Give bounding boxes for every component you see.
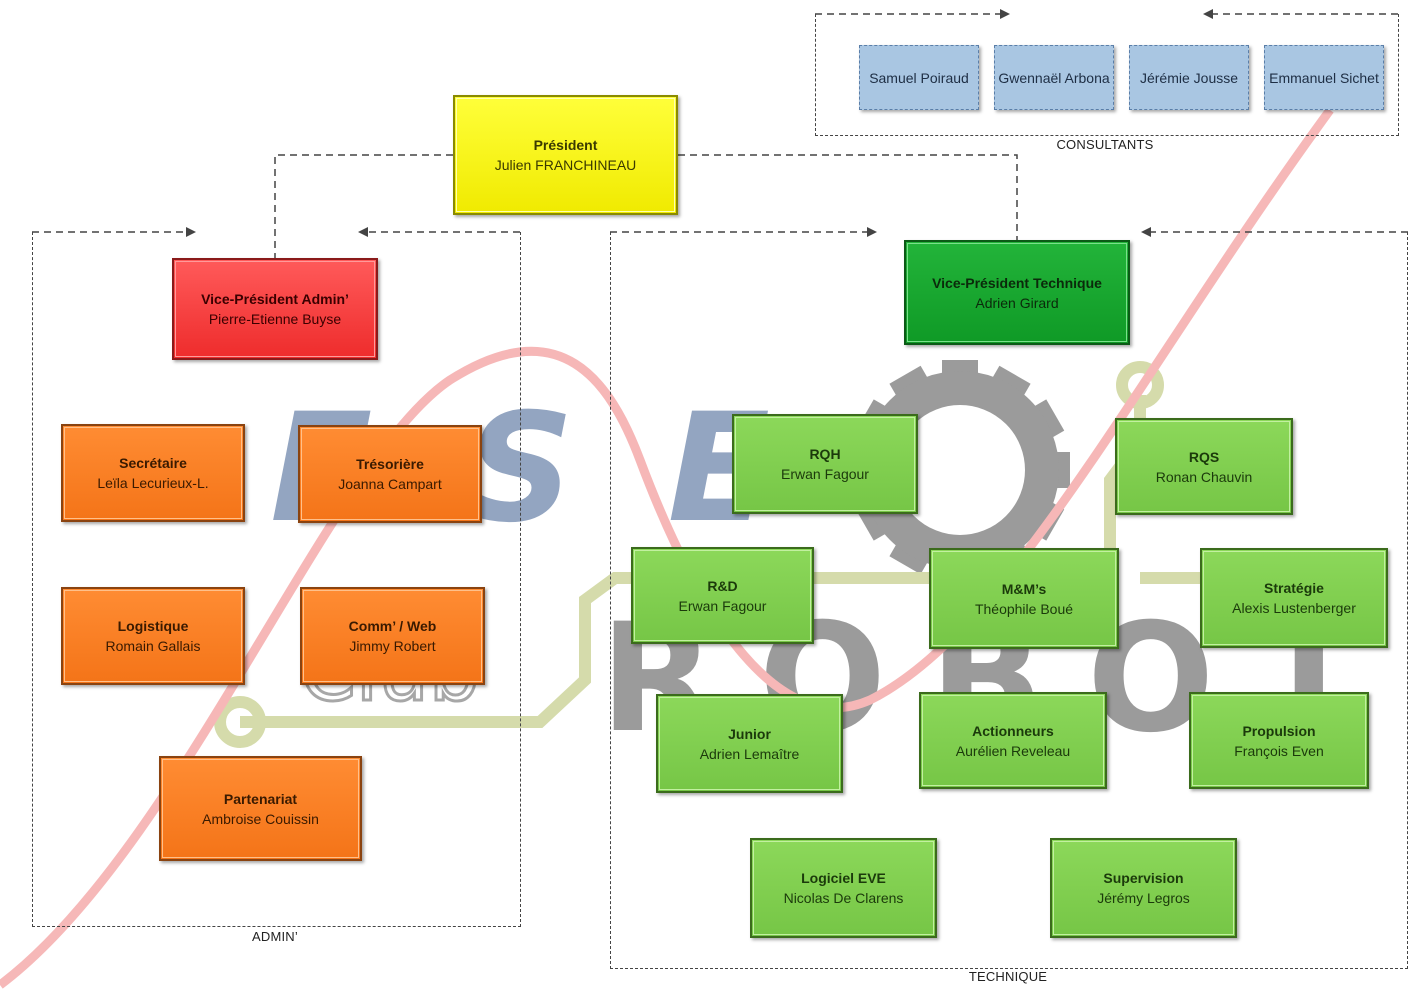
technique-role-box[interactable]: RQS Ronan Chauvin bbox=[1115, 418, 1293, 515]
vp-technique-role: Vice-Président Technique bbox=[932, 274, 1102, 291]
person-name: François Even bbox=[1234, 742, 1324, 759]
person-name: Théophile Boué bbox=[974, 600, 1074, 617]
consultant-name: Emmanuel Sichet bbox=[1269, 69, 1379, 86]
technique-role-box[interactable]: Supervision Jérémy Legros bbox=[1050, 838, 1237, 938]
admin-role-box[interactable]: Partenariat Ambroise Couissin bbox=[159, 756, 362, 861]
vp-admin-box[interactable]: Vice-Président Admin’ Pierre-Etienne Buy… bbox=[172, 258, 378, 360]
consultant-box[interactable]: Gwennaël Arbona bbox=[994, 45, 1114, 110]
role-title: Logiciel EVE bbox=[801, 870, 886, 886]
person-name: Romain Gallais bbox=[105, 638, 201, 654]
role-title: Actionneurs bbox=[972, 722, 1054, 739]
admin-group bbox=[32, 232, 521, 927]
person-name: Erwan Fagour bbox=[678, 597, 767, 614]
role-title: Propulsion bbox=[1242, 722, 1316, 739]
admin-role-box[interactable]: Trésorière Joanna Campart bbox=[298, 425, 482, 523]
vp-admin-name: Pierre-Etienne Buyse bbox=[208, 311, 342, 327]
consultant-name: Gwennaël Arbona bbox=[998, 69, 1110, 86]
role-title: Comm’ / Web bbox=[348, 618, 437, 634]
role-title: RQH bbox=[809, 446, 841, 462]
role-title: R&D bbox=[707, 577, 738, 594]
consultant-box[interactable]: Emmanuel Sichet bbox=[1264, 45, 1384, 110]
role-title: Junior bbox=[728, 725, 771, 742]
technique-group bbox=[610, 232, 1408, 969]
technique-role-box[interactable]: Logiciel EVE Nicolas De Clarens bbox=[750, 838, 937, 938]
technique-role-box[interactable]: Junior Adrien Lemaître bbox=[656, 694, 843, 793]
person-name: Jimmy Robert bbox=[349, 638, 436, 654]
person-name: Erwan Fagour bbox=[781, 466, 869, 482]
technique-role-box[interactable]: Propulsion François Even bbox=[1189, 692, 1369, 789]
consultant-box[interactable]: Samuel Poiraud bbox=[859, 45, 979, 110]
person-name: Joanna Campart bbox=[338, 476, 442, 492]
admin-group-label: ADMIN’ bbox=[252, 929, 298, 944]
vp-technique-box[interactable]: Vice-Président Technique Adrien Girard bbox=[904, 240, 1130, 345]
technique-group-label: TECHNIQUE bbox=[968, 969, 1048, 984]
technique-role-box[interactable]: R&D Erwan Fagour bbox=[631, 547, 814, 644]
role-title: Secrétaire bbox=[119, 455, 187, 471]
person-name: Alexis Lustenberger bbox=[1232, 600, 1356, 616]
person-name: Ambroise Couissin bbox=[202, 810, 319, 827]
vp-admin-role: Vice-Président Admin’ bbox=[201, 291, 349, 307]
role-title: M&M’s bbox=[1001, 580, 1047, 597]
technique-role-box[interactable]: RQH Erwan Fagour bbox=[732, 414, 918, 514]
person-name: Adrien Lemaître bbox=[699, 745, 800, 762]
consultants-group bbox=[815, 14, 1399, 136]
person-name: Jérémy Legros bbox=[1097, 890, 1190, 906]
person-name: Leïla Lecurieux-L. bbox=[97, 475, 209, 491]
role-title: Stratégie bbox=[1264, 580, 1324, 596]
consultant-box[interactable]: Jérémie Jousse bbox=[1129, 45, 1249, 110]
president-box[interactable]: Président Julien FRANCHINEAU bbox=[453, 95, 678, 215]
consultant-name: Jérémie Jousse bbox=[1139, 69, 1239, 86]
vp-technique-name: Adrien Girard bbox=[975, 294, 1059, 311]
consultant-name: Samuel Poiraud bbox=[869, 69, 969, 86]
role-title: Logistique bbox=[117, 618, 189, 634]
admin-role-box[interactable]: Logistique Romain Gallais bbox=[61, 587, 245, 685]
technique-role-box[interactable]: M&M’s Théophile Boué bbox=[929, 548, 1119, 649]
consultants-group-label: CONSULTANTS bbox=[1056, 137, 1154, 152]
admin-role-box[interactable]: Comm’ / Web Jimmy Robert bbox=[300, 587, 485, 685]
technique-role-box[interactable]: Stratégie Alexis Lustenberger bbox=[1200, 548, 1388, 648]
admin-role-box[interactable]: Secrétaire Leïla Lecurieux-L. bbox=[61, 424, 245, 522]
president-role: Président bbox=[533, 137, 598, 153]
role-title: Partenariat bbox=[223, 790, 298, 807]
role-title: Supervision bbox=[1103, 870, 1184, 886]
role-title: RQS bbox=[1188, 448, 1220, 465]
president-name: Julien FRANCHINEAU bbox=[494, 157, 637, 173]
person-name: Nicolas De Clarens bbox=[783, 890, 904, 906]
person-name: Ronan Chauvin bbox=[1155, 468, 1253, 485]
technique-role-box[interactable]: Actionneurs Aurélien Reveleau bbox=[919, 692, 1107, 789]
role-title: Trésorière bbox=[356, 456, 424, 472]
person-name: Aurélien Reveleau bbox=[955, 742, 1071, 759]
